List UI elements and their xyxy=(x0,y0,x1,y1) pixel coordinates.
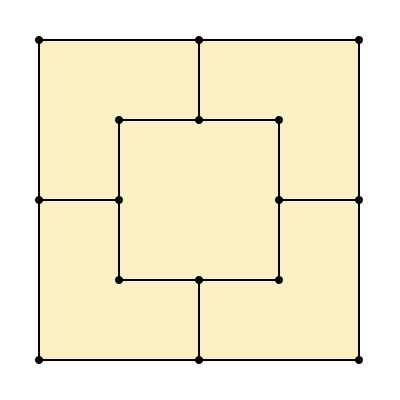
vertex-outer-bottom-mid xyxy=(195,356,203,364)
vertex-inner-bottom-right xyxy=(275,276,283,284)
vertex-inner-bottom-left xyxy=(115,276,123,284)
vertex-outer-bottom-left xyxy=(35,356,43,364)
vertex-inner-bottom-mid xyxy=(195,276,203,284)
vertex-inner-mid-left xyxy=(115,196,123,204)
vertex-outer-top-left xyxy=(35,36,43,44)
vertex-inner-top-mid xyxy=(195,116,203,124)
vertex-outer-mid-right xyxy=(355,196,363,204)
vertex-outer-bottom-right xyxy=(355,356,363,364)
vertex-inner-top-right xyxy=(275,116,283,124)
vertex-inner-mid-right xyxy=(275,196,283,204)
vertex-outer-top-right xyxy=(355,36,363,44)
vertex-outer-top-mid xyxy=(195,36,203,44)
vertex-outer-mid-left xyxy=(35,196,43,204)
vertices xyxy=(35,36,363,364)
vertex-inner-top-left xyxy=(115,116,123,124)
